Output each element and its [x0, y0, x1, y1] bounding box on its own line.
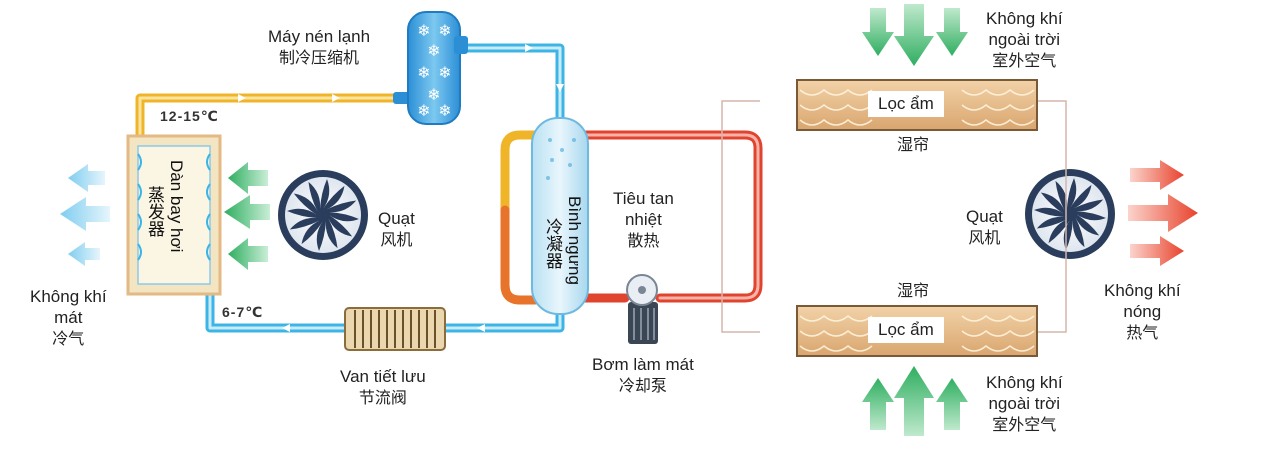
fan-blade	[1036, 216, 1067, 229]
heat-dissipation-label-vi-2: nhiệt	[624, 210, 662, 229]
outside-air-bottom-label: Không khí ngoài trời 室外空气	[986, 372, 1063, 435]
evaporator-label-zh: 蒸发器	[144, 186, 164, 237]
svg-text:❄: ❄	[438, 63, 451, 82]
fan-right-label-vi: Quạt	[966, 207, 1003, 226]
cool-air-label: Không khí mát 冷气	[30, 286, 107, 349]
outside-air-arrows-bottom	[862, 366, 968, 436]
air-duct-lines	[721, 100, 1067, 333]
cooling-pump-label: Bơm làm mát 冷却泵	[592, 354, 694, 396]
cooling-pump-label-vi: Bơm làm mát	[592, 355, 694, 374]
cool-air-label-vi-1: Không khí	[30, 287, 107, 306]
fan-blade	[325, 218, 338, 249]
condenser-label-vi: Bình ngưng	[565, 196, 584, 285]
fan-blade	[1040, 192, 1065, 214]
hot-air-label-vi-1: Không khí	[1104, 281, 1181, 300]
outside-air-arrows-top	[862, 4, 968, 66]
pad-top-label-zh: 湿帘	[897, 135, 930, 154]
temp-bottom-label: 6-7℃	[222, 304, 264, 320]
compressor-label-zh: 制冷压缩机	[279, 48, 360, 67]
outside-air-bottom-label-vi-2: ngoài trời	[988, 394, 1061, 413]
cool-air-label-vi-2: mát	[54, 308, 83, 327]
outside-air-top-label-zh: 室外空气	[992, 51, 1057, 70]
heat-dissipation-label-vi-1: Tiêu tan	[613, 189, 674, 208]
fan-blade	[289, 217, 320, 230]
compressor-label: Máy nén lạnh 制冷压缩机	[268, 26, 370, 68]
fan-left-label: Quạt 风机	[378, 208, 415, 250]
fan-blade	[1070, 184, 1092, 209]
cooling-pump-unit	[626, 274, 658, 344]
evaporator-unit	[126, 134, 222, 296]
svg-text:❄: ❄	[417, 21, 430, 40]
outside-air-bottom-label-zh: 室外空气	[992, 415, 1057, 434]
heat-dissipation-label: Tiêu tan nhiệt 散热	[613, 188, 674, 251]
svg-text:❄: ❄	[427, 85, 440, 104]
svg-text:❄: ❄	[417, 101, 430, 120]
fan-blade	[1034, 207, 1064, 217]
svg-text:❄: ❄	[438, 101, 451, 120]
fan-blade	[287, 208, 317, 218]
fan-blade	[1055, 180, 1068, 211]
evaporator-label-vi: Dàn bay hơi	[167, 160, 186, 253]
fan-blade	[320, 179, 330, 209]
fan-blade	[323, 185, 345, 210]
fan-blade	[1073, 199, 1104, 212]
fan-blade	[1048, 219, 1070, 244]
fan-blade	[329, 212, 359, 222]
temp-top-label: 12-15℃	[160, 108, 219, 124]
fan-blade	[326, 200, 357, 213]
outside-air-bottom-label-vi-1: Không khí	[986, 373, 1063, 392]
fan-left	[278, 170, 368, 260]
fan-blade	[1067, 178, 1077, 208]
fan-left-label-zh: 风机	[380, 230, 413, 249]
compressor-label-vi: Máy nén lạnh	[268, 27, 371, 46]
condenser-label-zh: 冷凝器	[542, 218, 562, 269]
water-loop	[500, 130, 763, 305]
incoming-air-arrows-left	[224, 162, 270, 270]
pad-top-label: Lọc ẩm	[868, 91, 944, 117]
fan-right	[1025, 169, 1115, 259]
heat-dissipation-label-zh: 散热	[627, 231, 660, 250]
outside-air-top-label-vi-2: ngoài trời	[988, 30, 1061, 49]
svg-text:❄: ❄	[417, 63, 430, 82]
condenser-vessel	[531, 117, 589, 315]
fan-blade	[1076, 211, 1106, 221]
fan-right-label: Quạt 风机	[966, 206, 1003, 248]
fan-blade	[301, 220, 323, 245]
hot-air-label: Không khí nóng 热气	[1104, 280, 1181, 343]
fan-blade	[293, 193, 318, 215]
expansion-valve-label: Van tiết lưu 节流阀	[340, 366, 426, 408]
hot-air-arrows	[1128, 160, 1198, 266]
fan-left-label-vi: Quạt	[378, 209, 415, 228]
hot-air-label-vi-2: nóng	[1123, 302, 1162, 321]
cool-air-label-zh: 冷气	[52, 329, 85, 348]
compressor-unit: ❄❄ ❄❄ ❄❄ ❄❄	[393, 11, 468, 125]
outside-air-top-label-vi-1: Không khí	[986, 9, 1063, 28]
fan-blade	[308, 181, 321, 212]
expansion-valve-unit	[344, 307, 446, 351]
fan-blade	[328, 215, 353, 237]
pad-bottom-label: Lọc ẩm	[868, 317, 944, 343]
expansion-valve-label-vi: Van tiết lưu	[340, 367, 426, 386]
expansion-valve-label-zh: 节流阀	[358, 388, 407, 407]
pipe-flow-arrows	[238, 44, 564, 332]
fan-blade	[316, 221, 326, 251]
cooling-pump-label-zh: 冷却泵	[618, 376, 667, 395]
pad-bottom-label-zh: 湿帘	[897, 281, 930, 300]
wet-pad-top-frame	[796, 79, 1038, 131]
hot-air-label-zh: 热气	[1126, 323, 1159, 342]
cool-air-arrows	[60, 164, 110, 266]
fan-blade	[1072, 217, 1085, 248]
fan-blade	[1075, 214, 1100, 236]
outside-air-top-label: Không khí ngoài trời 室外空气	[986, 8, 1063, 71]
fan-right-label-zh: 风机	[968, 228, 1001, 247]
svg-text:❄: ❄	[427, 41, 440, 60]
svg-text:❄: ❄	[438, 21, 451, 40]
